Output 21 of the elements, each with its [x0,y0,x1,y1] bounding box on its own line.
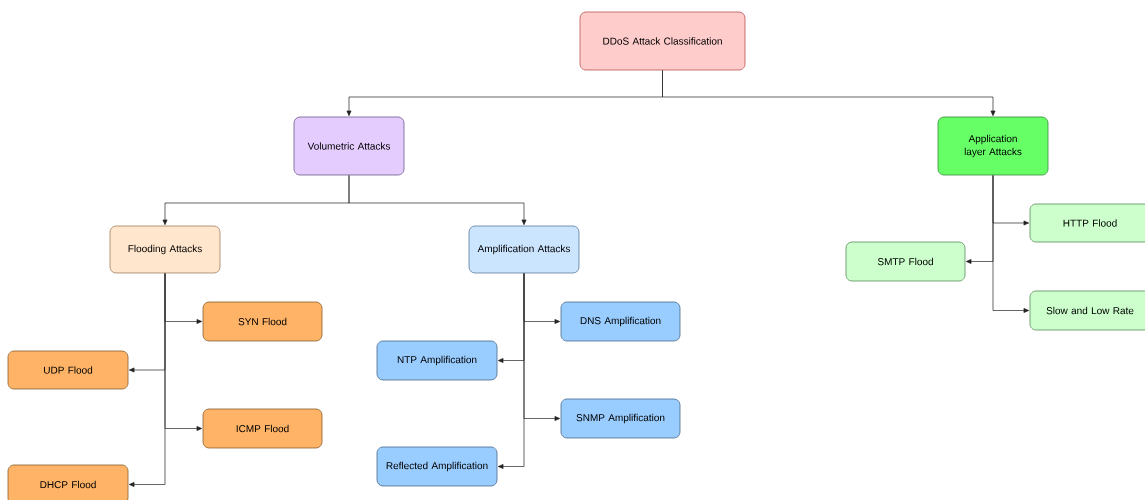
arrow [348,175,527,226]
attack-box: SNMP Amplification [560,398,681,439]
category-box: DDoS Attack Classification [579,11,746,71]
attack-box: UDP Flood [7,350,129,390]
attack-box: Slow and Low Rate [1029,290,1145,331]
attack-box: NTP Amplification [376,340,498,381]
arrow [662,70,996,117]
category-box: Flooding Attacks [109,225,221,274]
attack-box: HTTP Flood [1029,203,1145,243]
attack-box: Reflected Amplification [376,446,498,487]
attack-box: SYN Flood [202,301,323,342]
category-box: Volumetric Attacks [293,116,405,176]
category-box: Application layer Attacks [937,116,1049,176]
arrow [497,273,525,469]
attack-box: DNS Amplification [560,301,681,342]
attack-box: ICMP Flood [202,408,323,449]
attack-box: DHCP Flood [7,464,129,500]
arrow [128,273,166,487]
attack-box: SMTP Flood [845,241,966,282]
category-box: Amplification Attacks [468,225,580,274]
arrow [992,175,1030,313]
